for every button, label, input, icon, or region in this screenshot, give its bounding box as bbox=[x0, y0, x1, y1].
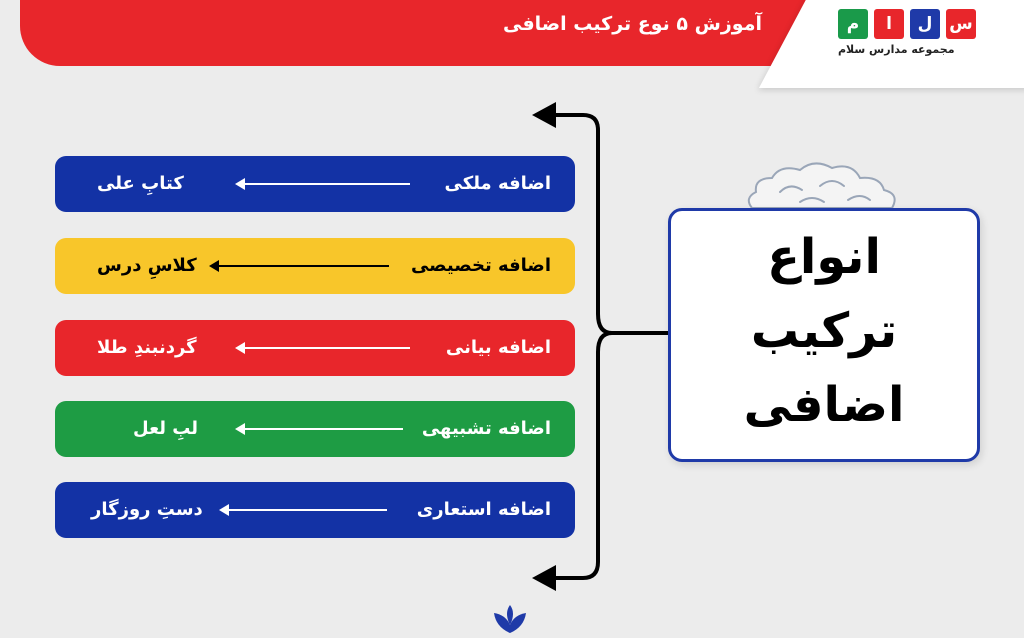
row-metaphoric[interactable]: اضافه استعاری دستِ روزگار bbox=[55, 482, 575, 538]
brand-leaf-icon bbox=[494, 605, 526, 633]
left-arrow-icon bbox=[235, 178, 410, 190]
logo-letter-boxes: م ا ل س bbox=[838, 9, 988, 39]
bracket-line bbox=[554, 331, 614, 580]
left-arrow-icon bbox=[219, 504, 387, 516]
cloud-icon bbox=[747, 162, 896, 209]
logo-letter-mim: م bbox=[838, 9, 868, 39]
left-arrow-icon bbox=[235, 423, 403, 435]
row-example-label: لبِ لعل bbox=[133, 418, 199, 439]
row-descriptive[interactable]: اضافه بیانی گردنبندِ طلا bbox=[55, 320, 575, 376]
row-example-label: کلاسِ درس bbox=[97, 255, 197, 276]
row-example-label: دستِ روزگار bbox=[91, 499, 203, 520]
row-type-label: اضافه تشبیهی bbox=[421, 418, 551, 439]
row-type-label: اضافه استعاری bbox=[416, 499, 551, 520]
title-line-2: ترکیب bbox=[750, 303, 898, 359]
arrow-down-icon bbox=[532, 565, 556, 591]
row-type-label: اضافه ملکی bbox=[444, 173, 551, 194]
logo-letter-lam: ل bbox=[910, 9, 940, 39]
row-example-label: گردنبندِ طلا bbox=[97, 337, 197, 358]
row-possessive[interactable]: اضافه ملکی کتابِ علی bbox=[55, 156, 575, 212]
logo-text: مجموعه مدارس سلام bbox=[838, 43, 955, 56]
title-line-1: انواع bbox=[767, 229, 881, 285]
header-bar bbox=[20, 0, 820, 66]
left-arrow-icon bbox=[209, 260, 389, 272]
brand-logo[interactable]: م ا ل س مجموعه مدارس سلام bbox=[838, 9, 988, 69]
bracket-line bbox=[554, 113, 670, 335]
arrow-up-icon bbox=[532, 102, 556, 128]
row-type-label: اضافه بیانی bbox=[445, 337, 551, 358]
row-example-label: کتابِ علی bbox=[97, 173, 184, 194]
logo-letter-sin: س bbox=[946, 9, 976, 39]
title-line-3: اضافی bbox=[743, 377, 905, 433]
title-card: انواع ترکیب اضافی bbox=[668, 208, 980, 462]
logo-letter-alef: ا bbox=[874, 9, 904, 39]
row-specific[interactable]: اضافه تخصیصی کلاسِ درس bbox=[55, 238, 575, 294]
left-arrow-icon bbox=[235, 342, 410, 354]
row-type-label: اضافه تخصیصی bbox=[410, 255, 551, 276]
header-title: آموزش ۵ نوع ترکیب اضافی bbox=[503, 13, 762, 35]
row-simile[interactable]: اضافه تشبیهی لبِ لعل bbox=[55, 401, 575, 457]
